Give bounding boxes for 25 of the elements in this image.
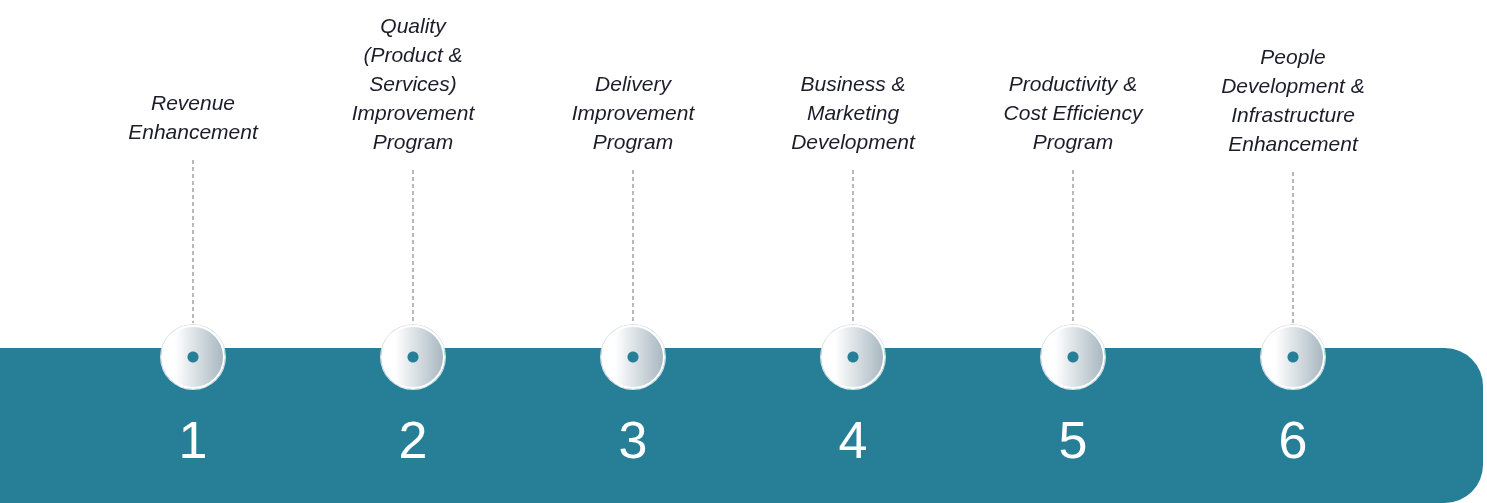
step-title: Delivery Improvement Program bbox=[558, 69, 708, 156]
leader-line bbox=[632, 169, 634, 324]
leader-line bbox=[1072, 169, 1074, 324]
step-title: Productivity & Cost Efficiency Program bbox=[988, 69, 1158, 156]
step-title: Revenue Enhancement bbox=[123, 88, 263, 146]
leader-line bbox=[192, 159, 194, 324]
step-number: 4 bbox=[837, 410, 869, 470]
step-circle bbox=[821, 325, 885, 389]
step-circle bbox=[381, 325, 445, 389]
step-circle bbox=[601, 325, 665, 389]
step-title: People Development & Infrastructure Enhancement bbox=[1208, 42, 1378, 158]
leader-line bbox=[852, 169, 854, 324]
leader-line bbox=[1292, 171, 1294, 324]
step-circle bbox=[161, 325, 225, 389]
step-number: 1 bbox=[177, 410, 209, 470]
step-number: 5 bbox=[1057, 410, 1089, 470]
step-number: 6 bbox=[1277, 410, 1309, 470]
step-circle bbox=[1041, 325, 1105, 389]
step-number: 2 bbox=[397, 410, 429, 470]
step-title: Quality (Product & Services) Improvement Program bbox=[340, 11, 486, 156]
step-title: Business & Marketing Development bbox=[778, 69, 928, 156]
timeline-band bbox=[0, 348, 1483, 503]
step-circle bbox=[1261, 325, 1325, 389]
step-number: 3 bbox=[617, 410, 649, 470]
leader-line bbox=[412, 169, 414, 324]
